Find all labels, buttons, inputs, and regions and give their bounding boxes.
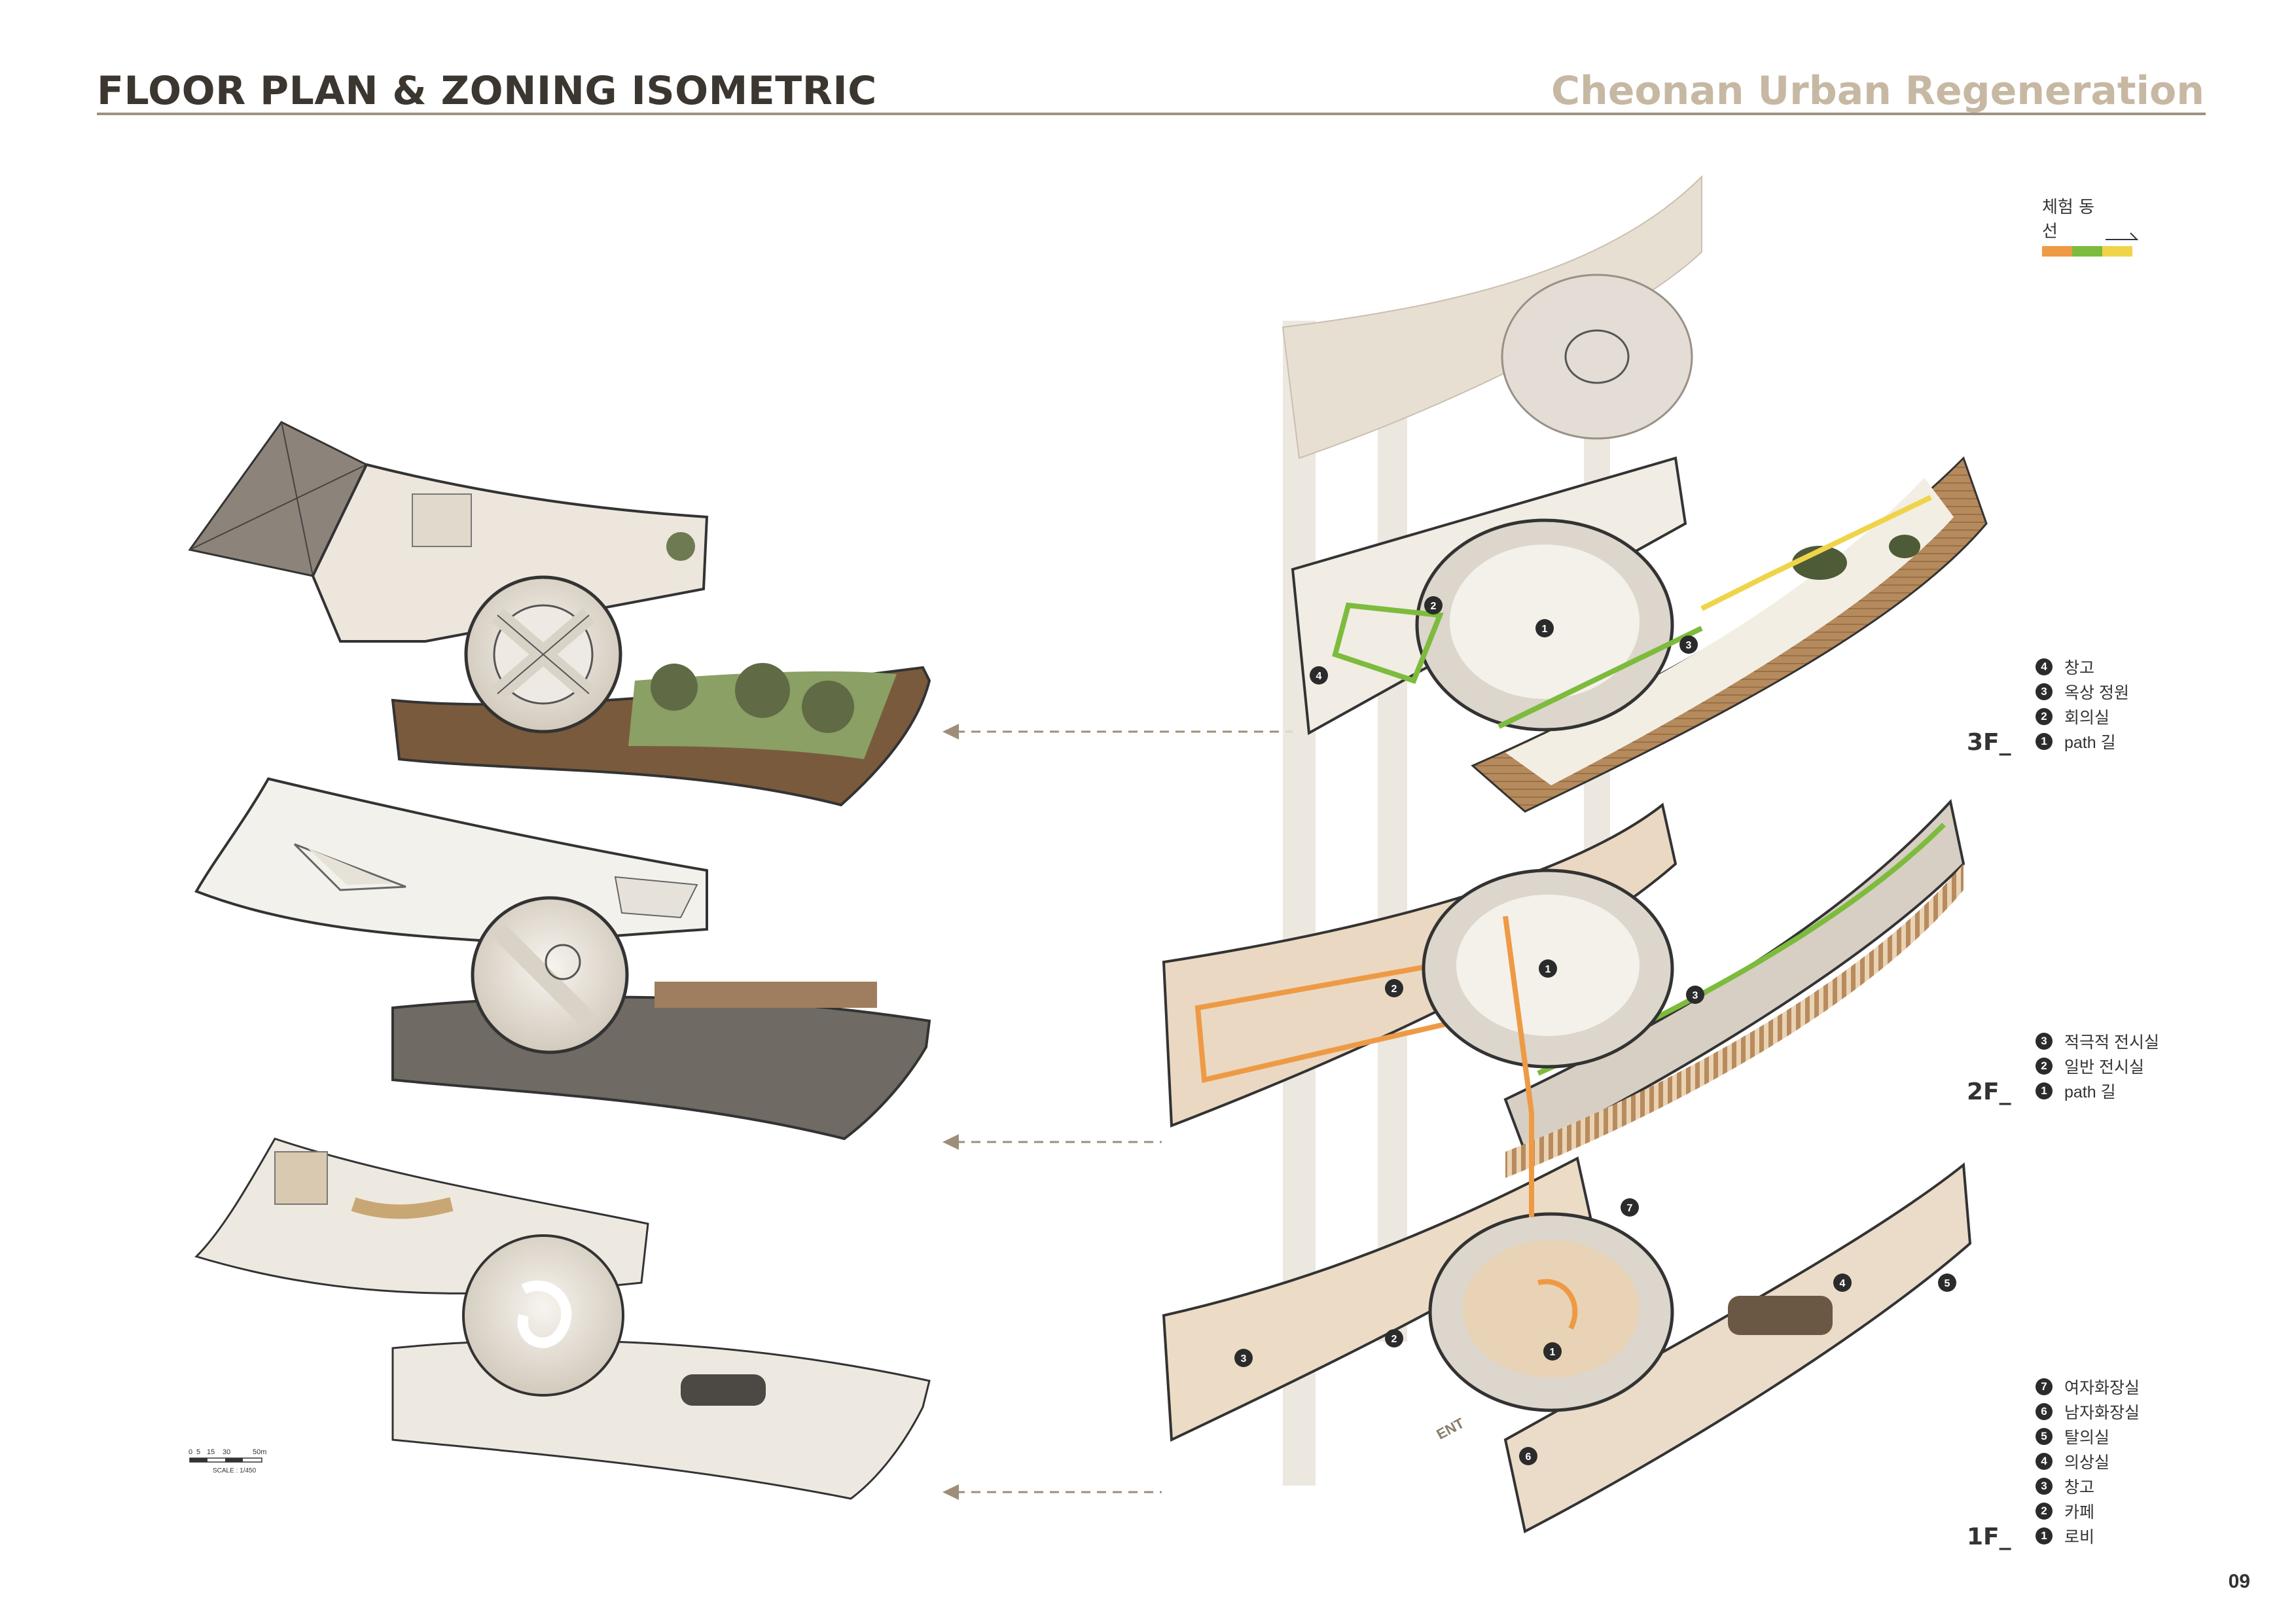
arrow-head-icon [942,724,959,740]
plan-1f [194,1137,931,1500]
floor-tag-2f: 2F_ [1967,1079,2011,1105]
iso-1f-marker-2: 2 [1391,1334,1397,1345]
iso-3f: 1 2 3 4 [1291,456,1988,813]
route-legend-label: 체험 동선 [2042,198,2095,241]
plan-3f [188,421,931,807]
floor-tag-3f: 3F_ [1967,729,2011,756]
scale-tick: 30 [223,1448,230,1456]
iso-2f-marker-1: 1 [1545,964,1551,975]
route-swatch-1 [2042,246,2072,257]
iso-3f-marker-4: 4 [1316,671,1322,682]
iso-1f-marker-1: 1 [1550,1347,1556,1358]
iso-1f-marker-7: 7 [1627,1203,1633,1214]
page-number: 09 [2228,1571,2250,1592]
iso-2f-marker-3: 3 [1693,990,1698,1001]
iso-2f: 1 2 3 [1162,798,1965,1178]
iso-1f-marker-3: 3 [1241,1353,1247,1364]
arrow-head-icon [942,1484,959,1500]
entrance-label: ENT [1434,1414,1467,1442]
scale-caption: SCALE : 1/450 [213,1467,257,1474]
iso-roof [1282,175,1702,459]
scale-tick: 50m [253,1448,266,1456]
route-swatch-3 [2102,246,2132,257]
project-title: Cheonan Urban Regeneration [1551,68,2204,114]
route-arrow-icon [2106,232,2139,240]
iso-1f-marker-4: 4 [1840,1278,1846,1289]
route-legend: 체험 동선 [2042,194,2140,257]
arrow-head-icon [942,1134,959,1150]
level-arrows [956,730,1293,1493]
scale-tick: 15 [207,1448,215,1456]
iso-1f-marker-6: 6 [1526,1452,1532,1463]
plan-2f [194,777,931,1141]
iso-3f-marker-1: 1 [1542,624,1548,635]
iso-1f-marker-5: 5 [1945,1278,1950,1289]
iso-2f-marker-2: 2 [1391,984,1397,995]
route-swatch-2 [2072,246,2102,257]
iso-3f-marker-3: 3 [1686,640,1692,651]
iso-3f-marker-2: 2 [1431,601,1437,612]
header-rule [97,113,2206,115]
iso-1f: 1 2 3 4 5 6 7 ENT [1162,916,1972,1533]
page-title: FLOOR PLAN & ZONING ISOMETRIC [97,68,877,114]
scale-bar: 0 5 15 30 50m SCALE : 1/450 [188,1448,266,1474]
scale-tick: 0 [188,1448,192,1456]
floor-tag-1f: 1F_ [1967,1524,2011,1550]
scale-tick: 5 [196,1448,200,1456]
